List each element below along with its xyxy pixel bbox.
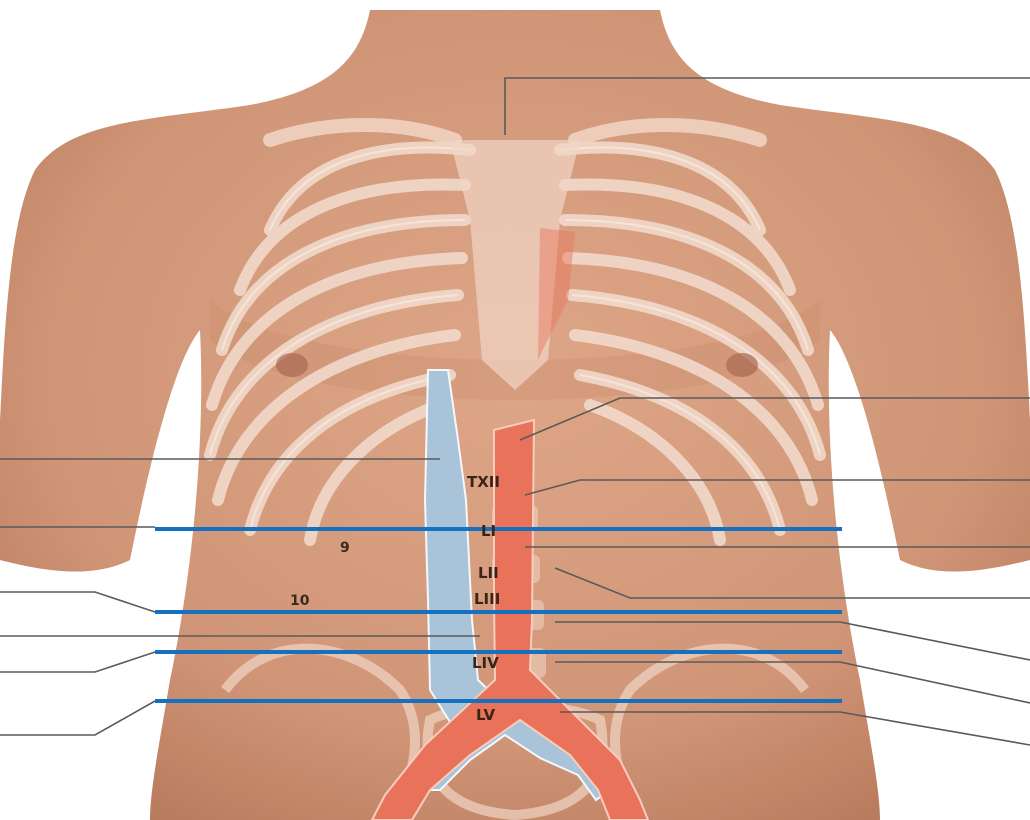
label-li: LI (481, 522, 496, 540)
label-rib-10: 10 (290, 593, 310, 609)
label-liv: LIV (472, 654, 499, 672)
left-nipple (276, 353, 308, 377)
label-lv: LV (476, 706, 495, 724)
label-liii: LIII (474, 590, 500, 608)
label-rib-9: 9 (340, 540, 350, 556)
label-txii: TXII (467, 473, 500, 491)
right-nipple (726, 353, 758, 377)
label-lii: LII (478, 564, 499, 582)
